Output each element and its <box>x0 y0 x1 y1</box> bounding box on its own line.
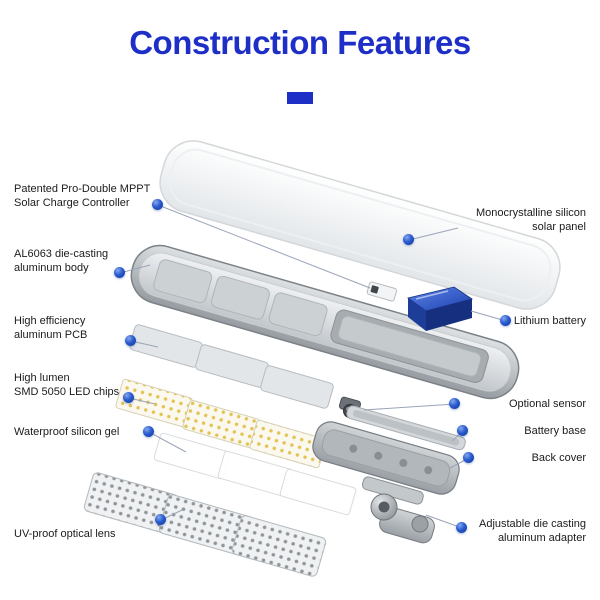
callout-optional-sensor: Optional sensor <box>508 398 586 410</box>
callout-charge-controller: Patented Pro-Double MPPT Solar Charge Co… <box>14 183 151 210</box>
callout-battery-base: Battery base <box>524 425 586 437</box>
callout-lithium-battery: Lithium battery <box>513 315 586 327</box>
connector-line <box>119 264 151 274</box>
connector-dot <box>403 234 414 245</box>
aluminum-pcb-art <box>129 324 334 409</box>
connector-dot <box>125 335 136 346</box>
optical-lens-art <box>83 472 327 577</box>
title-divider <box>287 92 313 104</box>
connector-dot <box>457 425 468 436</box>
callout-led-chips: High lumen SMD 5050 LED chips <box>14 372 120 399</box>
charge-controller-art <box>366 281 398 302</box>
connector-line <box>408 227 459 241</box>
callout-solar-panel: Monocrystalline silicon solar panel <box>475 207 586 234</box>
connector-dot <box>456 522 467 533</box>
connector-dot <box>114 267 125 278</box>
connector-line <box>148 431 187 453</box>
callout-optical-lens: UV-proof optical lens <box>14 528 116 540</box>
battery-base-art <box>346 405 466 451</box>
connector-dot <box>449 398 460 409</box>
lithium-battery-art <box>407 286 473 331</box>
connector-dot <box>143 426 154 437</box>
page-title: Construction Features <box>129 24 471 61</box>
callout-aluminum-pcb: High efficiency aluminum PCB <box>14 315 88 342</box>
connector-dot <box>155 514 166 525</box>
adapter-art <box>361 476 435 544</box>
connector-line <box>157 204 371 289</box>
callout-adapter: Adjustable die casting aluminum adapter <box>478 518 586 545</box>
connector-dot <box>123 392 134 403</box>
connector-dot <box>500 315 511 326</box>
led-chips-art <box>115 378 327 469</box>
connector-lines <box>119 204 507 529</box>
connector-dot <box>463 452 474 463</box>
connector-line <box>363 403 456 411</box>
callout-aluminum-body: AL6063 die-casting aluminum body <box>14 248 109 275</box>
solar-panel-art <box>159 140 561 310</box>
callout-silicon-gel: Waterproof silicon gel <box>14 426 120 438</box>
back-cover-art <box>312 421 460 495</box>
aluminum-body-art <box>130 244 520 400</box>
connector-dot <box>152 199 163 210</box>
callout-back-cover: Back cover <box>531 452 586 464</box>
